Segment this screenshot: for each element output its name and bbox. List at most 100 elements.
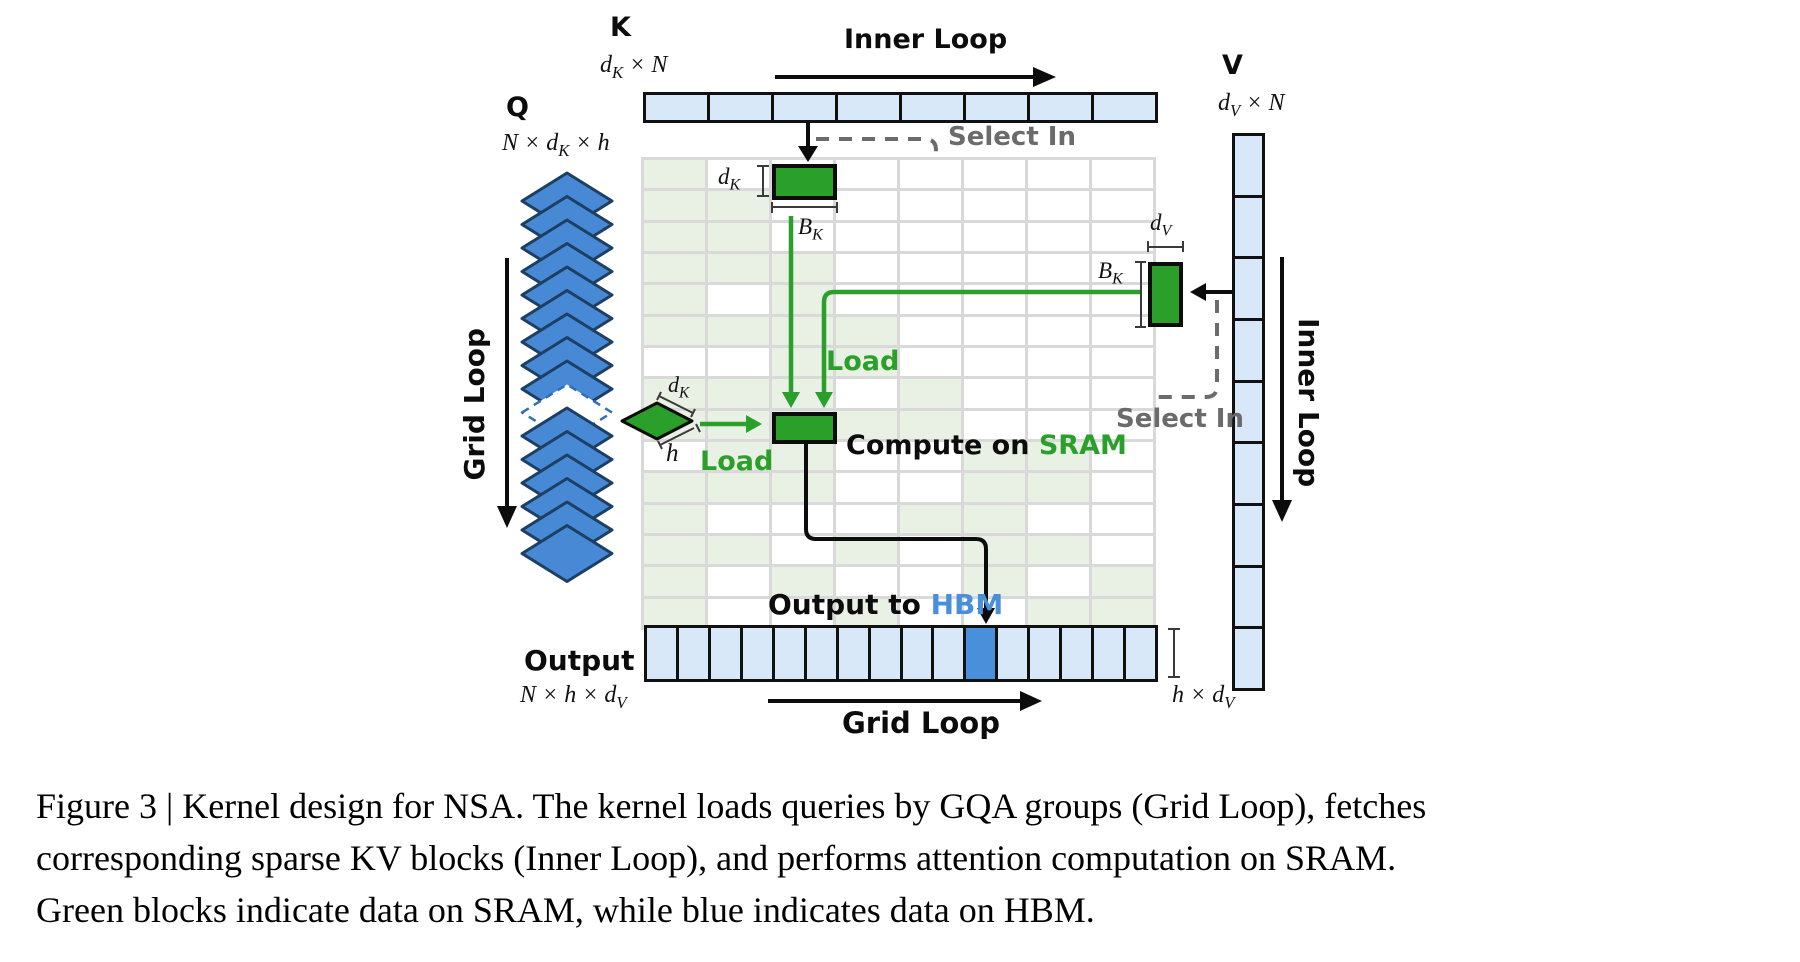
q-diamond bbox=[520, 359, 614, 419]
grid-cell bbox=[836, 316, 897, 345]
grid-cell bbox=[836, 379, 897, 408]
grid-cell bbox=[1028, 254, 1089, 283]
grid-cell bbox=[772, 442, 833, 471]
output-cell bbox=[742, 628, 772, 679]
output-cell bbox=[774, 628, 804, 679]
k-cell bbox=[774, 95, 835, 120]
compute-sram-block bbox=[772, 412, 837, 444]
v-fetch-arrow bbox=[1190, 283, 1232, 301]
v-cell bbox=[1235, 321, 1262, 380]
v-matrix-column bbox=[1232, 133, 1265, 691]
grid-cell bbox=[964, 222, 1025, 251]
dk-q-slice-label: dK bbox=[668, 372, 690, 402]
grid-cell bbox=[836, 473, 897, 502]
grid-cell bbox=[708, 191, 769, 220]
grid-cell bbox=[708, 316, 769, 345]
output-cell bbox=[678, 628, 708, 679]
grid-cell bbox=[900, 473, 961, 502]
select-in-top-dashed bbox=[816, 137, 938, 156]
output-cell bbox=[1030, 628, 1060, 679]
grid-cell bbox=[1092, 348, 1153, 377]
v-label: V bbox=[1222, 50, 1243, 81]
grid-cell bbox=[772, 348, 833, 377]
grid-cell bbox=[836, 160, 897, 189]
attention-grid bbox=[641, 157, 1156, 630]
q-diamond bbox=[520, 218, 614, 278]
grid-cell bbox=[644, 410, 705, 439]
q-dims-label: N × dK × h bbox=[502, 130, 610, 160]
grid-cell bbox=[900, 316, 961, 345]
grid-cell bbox=[836, 504, 897, 533]
grid-cell bbox=[772, 254, 833, 283]
grid-cell bbox=[644, 160, 705, 189]
grid-cell bbox=[900, 191, 961, 220]
compute-on-sram-label: Compute on SRAM bbox=[846, 430, 1127, 461]
grid-cell bbox=[772, 504, 833, 533]
grid-cell bbox=[964, 285, 1025, 314]
grid-cell bbox=[1028, 567, 1089, 596]
grid-cell bbox=[964, 473, 1025, 502]
output-to-hbm-label: Output to HBM bbox=[768, 588, 1003, 621]
grid-cell bbox=[708, 348, 769, 377]
v-cell bbox=[1235, 506, 1262, 565]
grid-loop-left-arrow bbox=[497, 258, 517, 528]
dv-v-block-label: dV bbox=[1150, 210, 1172, 240]
output-cell bbox=[1094, 628, 1124, 679]
q-stack bbox=[520, 171, 614, 583]
grid-cell bbox=[772, 222, 833, 251]
caption-line-3: Green blocks indicate data on SRAM, whil… bbox=[36, 890, 1095, 930]
grid-cell bbox=[1028, 473, 1089, 502]
grid-cell bbox=[1028, 316, 1089, 345]
grid-cell bbox=[836, 536, 897, 565]
grid-cell bbox=[900, 348, 961, 377]
output-cell bbox=[1062, 628, 1092, 679]
grid-cell bbox=[836, 191, 897, 220]
grid-cell bbox=[1028, 598, 1089, 627]
grid-cell bbox=[708, 285, 769, 314]
output-cell bbox=[870, 628, 900, 679]
v-sram-block bbox=[1148, 262, 1183, 327]
q-diamond bbox=[520, 524, 614, 583]
grid-cell bbox=[708, 536, 769, 565]
grid-cell bbox=[964, 254, 1025, 283]
v-cell bbox=[1235, 629, 1262, 689]
grid-cell bbox=[1028, 536, 1089, 565]
grid-cell bbox=[1092, 567, 1153, 596]
q-diamond bbox=[520, 312, 614, 372]
compute-on-text: Compute on bbox=[846, 430, 1039, 461]
q-ghost-diamond bbox=[520, 383, 614, 442]
output-cell bbox=[998, 628, 1028, 679]
grid-cell bbox=[964, 410, 1025, 439]
grid-cell bbox=[836, 285, 897, 314]
grid-cell bbox=[1028, 410, 1089, 439]
output-cell bbox=[806, 628, 836, 679]
grid-cell bbox=[1092, 285, 1153, 314]
grid-cell bbox=[1092, 442, 1153, 471]
grid-cell bbox=[644, 285, 705, 314]
q-label: Q bbox=[506, 92, 529, 123]
grid-cell bbox=[1092, 160, 1153, 189]
v-cell bbox=[1235, 444, 1262, 504]
select-in-top-label: Select In bbox=[948, 122, 1076, 152]
grid-cell bbox=[644, 191, 705, 220]
k-dims-label: dK × N bbox=[600, 52, 668, 82]
grid-cell bbox=[964, 379, 1025, 408]
grid-cell bbox=[900, 410, 961, 439]
grid-cell bbox=[1028, 504, 1089, 533]
q-diamond bbox=[520, 195, 614, 254]
grid-loop-left-label: Grid Loop bbox=[458, 328, 491, 481]
k-cell bbox=[838, 95, 899, 120]
inner-loop-top-arrow bbox=[775, 67, 1056, 87]
v-cell bbox=[1235, 197, 1262, 257]
grid-cell bbox=[1028, 379, 1089, 408]
v-cell bbox=[1235, 259, 1262, 319]
grid-cell bbox=[708, 410, 769, 439]
k-sram-block bbox=[772, 164, 837, 200]
bk-k-block-label: BK bbox=[798, 214, 823, 244]
output-cell bbox=[1126, 628, 1155, 679]
inner-loop-right-label: Inner Loop bbox=[1292, 318, 1325, 488]
grid-cell bbox=[1028, 191, 1089, 220]
grid-cell bbox=[644, 254, 705, 283]
figure-caption: Figure 3 | Kernel design for NSA. The ke… bbox=[36, 780, 1776, 936]
h-q-slice-label: h bbox=[666, 440, 679, 467]
